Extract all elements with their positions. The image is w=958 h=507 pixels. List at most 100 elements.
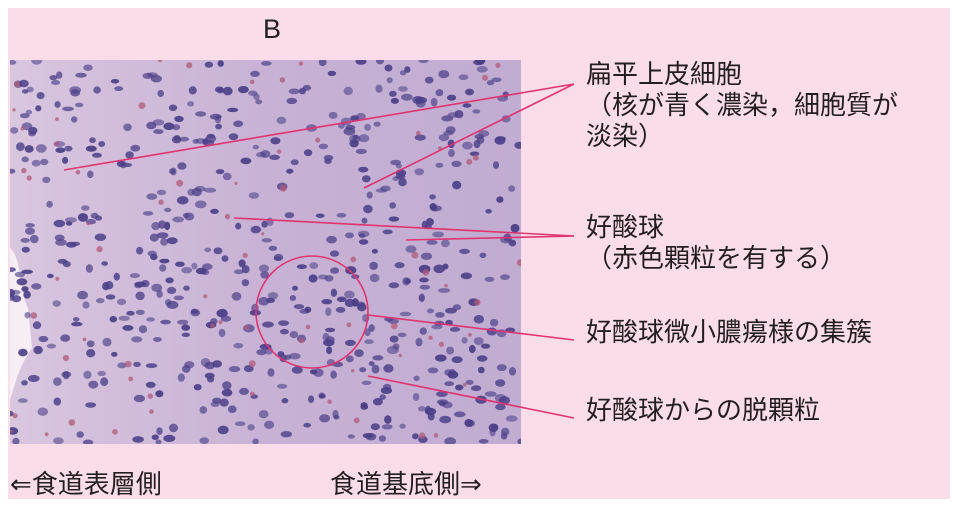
cell-nucleus	[159, 264, 167, 272]
cell-nucleus	[28, 131, 36, 137]
cell-nucleus	[62, 156, 69, 164]
cell-nucleus	[85, 145, 97, 152]
cell-nucleus	[172, 216, 184, 223]
cell-nucleus	[289, 331, 299, 339]
cell-nucleus	[221, 388, 233, 397]
cell-nucleus	[131, 336, 143, 343]
cell-nucleus	[255, 99, 263, 105]
eosinophil-granule	[138, 102, 146, 109]
eosinophil-granule	[158, 199, 164, 205]
cell-nucleus	[326, 235, 337, 244]
cell-nucleus	[199, 406, 208, 414]
cell-nucleus	[256, 151, 267, 158]
cell-nucleus	[46, 200, 53, 208]
label-eosinophil-line2: （赤色顆粒を有する）	[586, 244, 847, 275]
cell-nucleus	[164, 207, 172, 213]
cell-nucleus	[321, 299, 333, 305]
cell-nucleus	[135, 291, 145, 301]
cell-nucleus	[35, 105, 42, 112]
eosinophil-granule	[224, 213, 231, 220]
eosinophil-granule	[26, 175, 32, 181]
cell-nucleus	[389, 202, 397, 209]
eosinophil-granule	[147, 393, 153, 399]
eosinophil-granule	[234, 181, 238, 185]
cell-nucleus	[495, 403, 506, 411]
cell-nucleus	[354, 349, 364, 357]
cell-nucleus	[308, 274, 318, 283]
cell-nucleus	[500, 274, 510, 280]
cell-nucleus	[192, 138, 199, 144]
cell-nucleus	[501, 427, 510, 436]
cell-nucleus	[449, 327, 461, 332]
annotation-leaders	[63, 83, 575, 419]
cell-nucleus	[431, 324, 443, 330]
cell-nucleus	[286, 97, 298, 105]
cell-nucleus	[166, 286, 177, 295]
eosinophil-granule	[82, 337, 87, 342]
cell-nucleus	[358, 239, 369, 245]
cell-nucleus	[303, 149, 313, 157]
cell-nucleus	[110, 79, 120, 84]
cell-nucleus	[176, 196, 189, 205]
cell-nucleus	[370, 423, 380, 431]
cell-nucleus	[60, 334, 71, 342]
cell-nucleus	[101, 261, 108, 266]
cell-nucleus	[432, 231, 444, 238]
cell-nucleus	[477, 366, 485, 374]
cell-nucleus	[105, 294, 116, 300]
eosinophil-granule	[12, 108, 16, 112]
cell-nucleus	[373, 121, 381, 127]
cell-nucleus	[399, 423, 406, 429]
cell-nucleus	[268, 245, 278, 251]
cell-nucleus	[16, 278, 28, 286]
eosinophil-granule	[54, 141, 60, 146]
cell-nucleus	[302, 84, 312, 91]
eosinophil-granule	[75, 169, 81, 175]
cell-nucleus	[53, 437, 64, 444]
cell-nucleus	[372, 398, 383, 406]
cell-nucleus	[421, 220, 428, 229]
cell-nucleus	[470, 385, 482, 392]
cell-nucleus	[53, 219, 66, 228]
cell-nucleus	[146, 193, 158, 200]
cell-nucleus	[452, 180, 462, 190]
cell-nucleus	[426, 308, 435, 314]
cell-nucleus	[210, 208, 219, 214]
cell-nucleus	[260, 271, 270, 279]
eosinophil-granule	[495, 62, 501, 68]
cell-nucleus	[292, 285, 298, 291]
cell-nucleus	[156, 427, 163, 435]
cell-nucleus	[372, 355, 384, 361]
cell-nucleus	[384, 415, 392, 424]
cell-nucleus	[37, 407, 49, 416]
cell-nucleus	[66, 241, 77, 248]
cell-nucleus	[35, 144, 47, 153]
cell-nucleus	[357, 303, 367, 312]
eosinophil-granule	[14, 81, 20, 88]
cell-nucleus	[404, 66, 411, 73]
cell-nucleus	[116, 298, 127, 306]
cell-nucleus	[215, 86, 224, 93]
cell-nucleus	[465, 379, 474, 385]
cell-nucleus	[12, 437, 20, 444]
eosinophil-granule	[351, 369, 355, 373]
cell-nucleus	[399, 70, 407, 76]
cell-nucleus	[241, 265, 250, 274]
cell-nucleus	[204, 372, 215, 379]
cell-nucleus	[88, 380, 99, 389]
cell-nucleus	[164, 221, 171, 231]
cell-nucleus	[102, 337, 112, 347]
micrograph-background	[10, 60, 521, 444]
cell-nucleus	[38, 335, 49, 343]
cell-nucleus	[398, 178, 407, 187]
cell-nucleus	[21, 269, 33, 274]
cell-nucleus	[364, 123, 371, 131]
cell-nucleus	[155, 439, 162, 444]
cell-nucleus	[76, 431, 84, 438]
cell-nucleus	[345, 355, 354, 363]
cell-nucleus	[21, 286, 29, 292]
cell-nucleus	[364, 339, 374, 345]
cell-nucleus	[289, 352, 301, 360]
cell-nucleus	[218, 328, 226, 338]
eosinophil-granule	[305, 324, 311, 330]
